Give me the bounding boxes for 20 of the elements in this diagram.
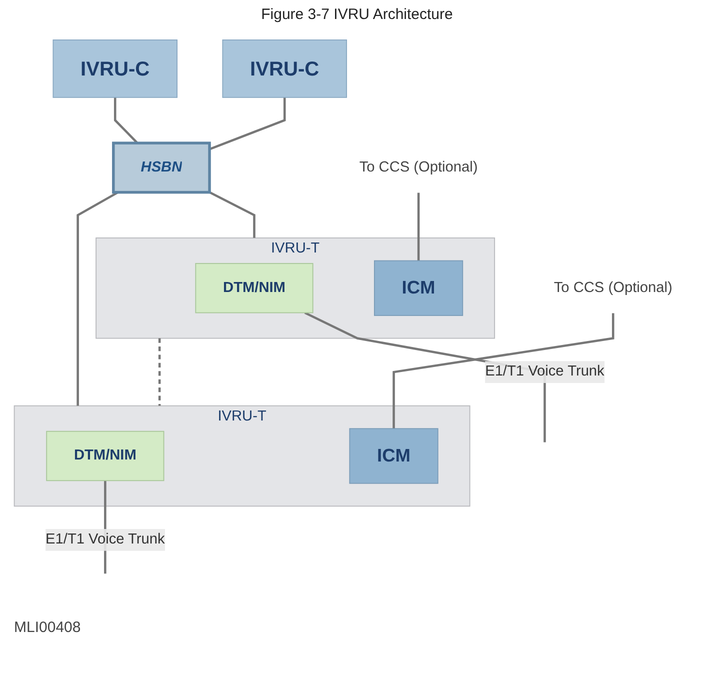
connector — [209, 96, 286, 150]
node-box: IVRU-C — [222, 39, 347, 98]
connector — [158, 338, 161, 406]
node-box: HSBN — [112, 141, 211, 194]
node-text: To CCS (Optional) — [359, 158, 478, 174]
connector — [392, 312, 614, 428]
connector — [209, 190, 256, 238]
node-box: ICM — [374, 260, 464, 316]
node-box: DTM/NIM — [195, 262, 314, 313]
node-text: To CCS (Optional) — [554, 279, 672, 295]
connector — [417, 192, 420, 260]
figure-title: Figure 3-7 IVRU Architecture — [260, 6, 454, 23]
node-box: DTM/NIM — [46, 430, 164, 481]
node-box: ICM — [349, 428, 438, 484]
connector — [114, 96, 138, 144]
edge-label: E1/T1 Voice Trunk — [485, 363, 604, 379]
edge-label: E1/T1 Voice Trunk — [46, 531, 165, 547]
node-box: IVRU-C — [52, 39, 178, 98]
connector — [76, 190, 119, 406]
figure-id-label: MLI00408 — [14, 619, 82, 636]
